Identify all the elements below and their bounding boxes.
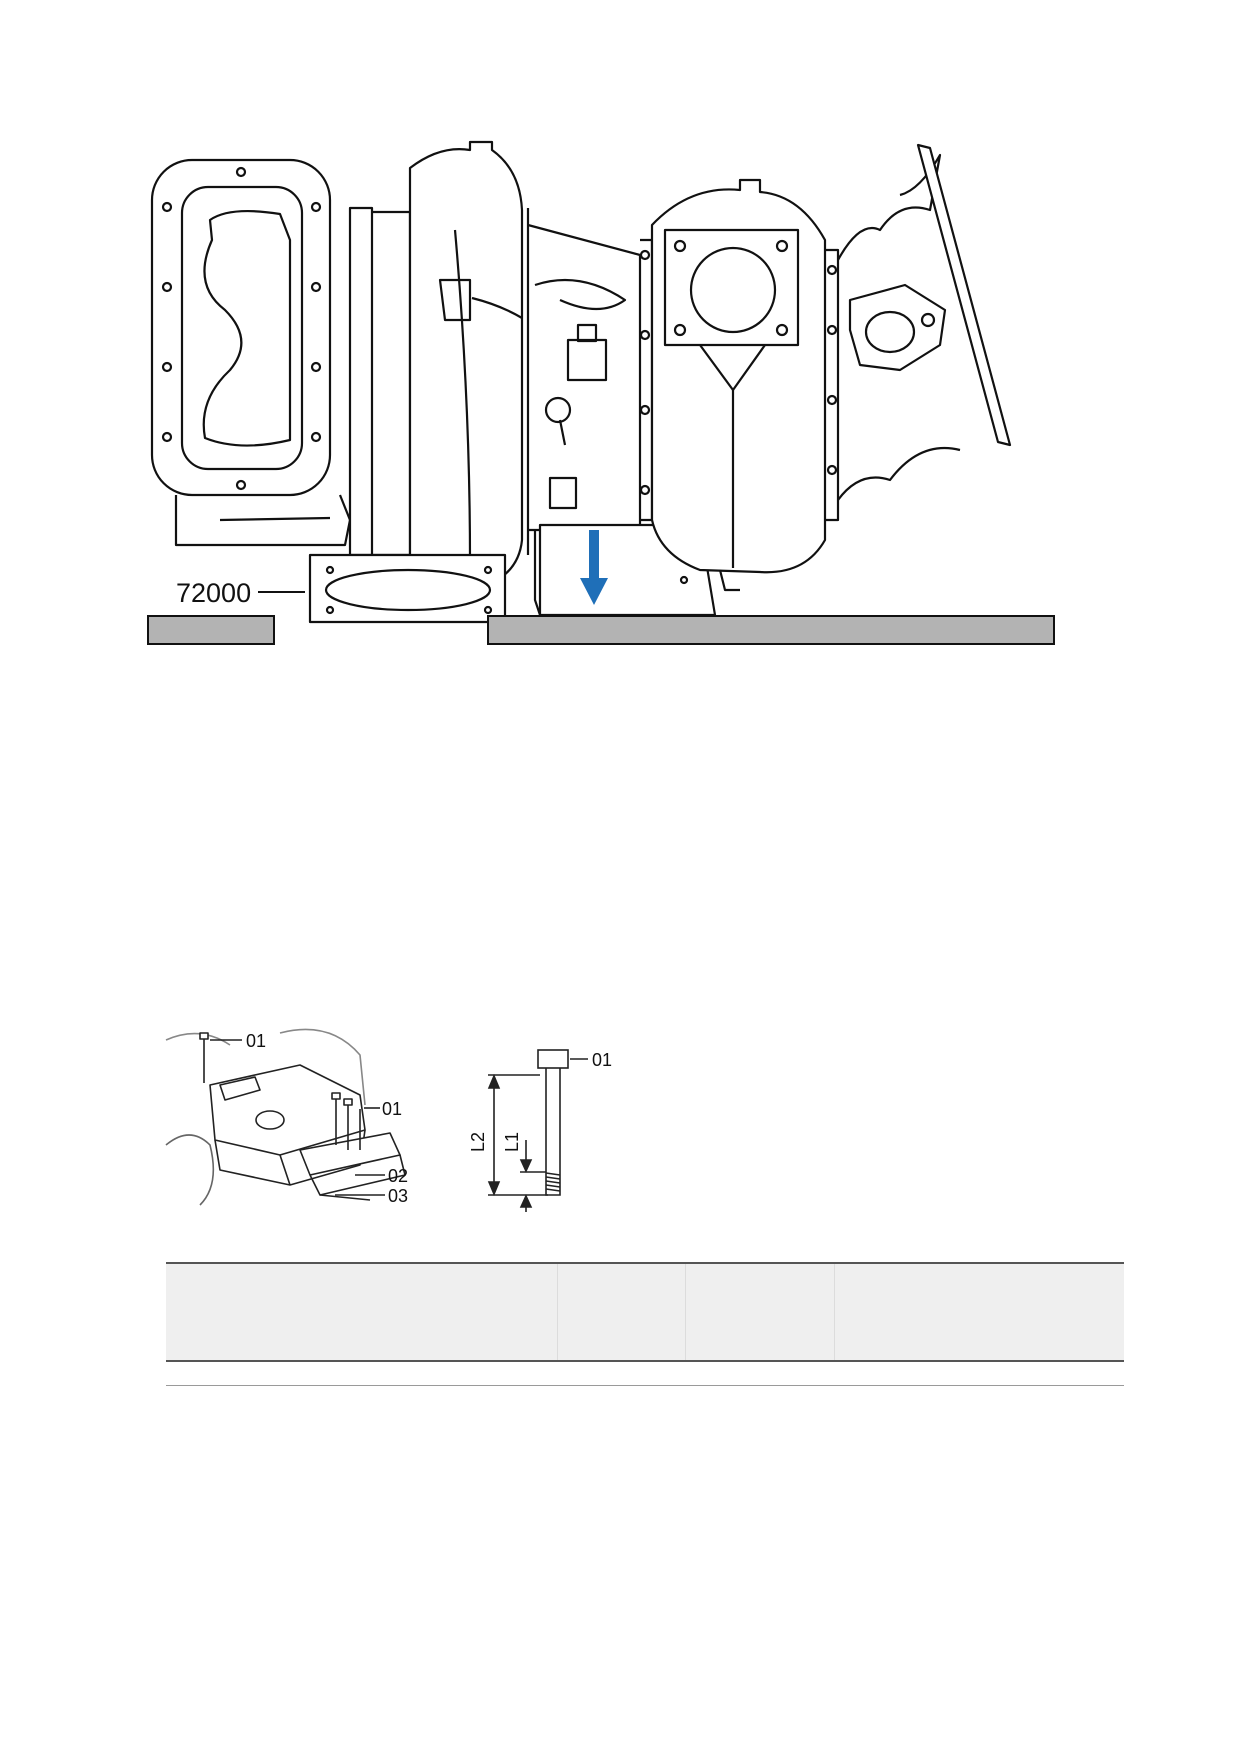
table-header	[166, 1262, 1124, 1362]
dim-label-l1: L1	[502, 1132, 522, 1152]
callout-01-top: 01	[246, 1031, 266, 1051]
table-header-cell	[166, 1264, 558, 1360]
callout-01-right: 01	[382, 1099, 402, 1119]
load-direction-arrow	[580, 530, 608, 605]
exhaust-outlet	[837, 143, 1012, 501]
screw-dimension-drawing: 01 L2 L1	[468, 1049, 612, 1212]
turbocharger-assembly-drawing: 72000	[147, 140, 1055, 645]
support-bar-right	[487, 615, 1055, 645]
callout-72000: 72000	[176, 578, 251, 608]
outlet-flange	[308, 553, 507, 624]
callout-01-screw: 01	[592, 1050, 612, 1070]
table-header-cell	[686, 1264, 835, 1360]
mounting-detail-drawing: 01 01 02 03	[165, 1028, 408, 1206]
table-header-cell	[835, 1264, 1124, 1360]
air-inlet-casing	[150, 158, 352, 547]
turbine-casing	[639, 178, 840, 592]
callout-02: 02	[388, 1166, 408, 1186]
table-header-cell	[558, 1264, 687, 1360]
callout-03: 03	[388, 1186, 408, 1206]
table-row-divider	[166, 1385, 1124, 1386]
compressor-casing	[348, 140, 530, 597]
support-bar-left	[147, 615, 275, 645]
dim-label-l2: L2	[468, 1132, 488, 1152]
